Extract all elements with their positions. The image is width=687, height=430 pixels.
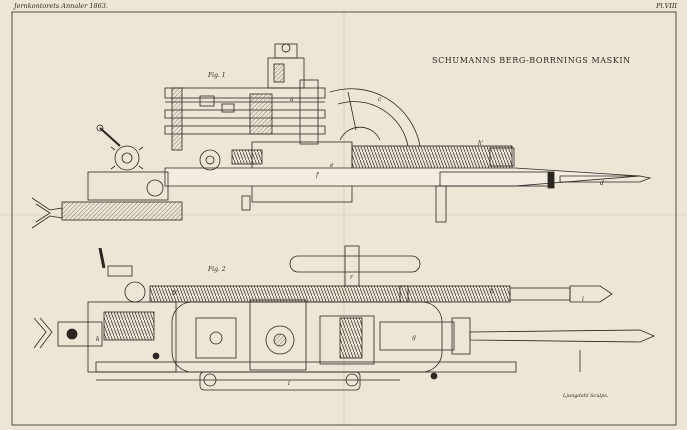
fig2-slider-block (379, 321, 455, 351)
fig1-clamp-screw (61, 201, 183, 221)
label-b: b (490, 288, 494, 295)
fig1-nut (146, 179, 164, 197)
label-i: i (582, 296, 584, 303)
figure-2-drawing (33, 245, 656, 391)
fig1-eccentric (199, 149, 221, 171)
fig2-feed-screw (149, 285, 511, 303)
fig1-top-housing (267, 57, 305, 89)
fig1-left-bracket (171, 87, 183, 151)
drawing-title: SCHUMANNS BERG-BORRNINGS MASKIN (432, 56, 631, 65)
fig2-crank-handle (98, 247, 106, 269)
fig1-right-bracket (299, 79, 319, 145)
fig1-upper-bar (164, 87, 326, 99)
fig1-crank-handle (99, 127, 121, 147)
label-f: f (316, 172, 319, 179)
label-d: d (600, 180, 604, 187)
figure-1-drawing (31, 43, 652, 229)
engraver-signature: Ljungdahl Sculps. (563, 393, 609, 399)
fig1-flywheel-arc (329, 88, 421, 147)
fig2-right-clamp (451, 317, 471, 355)
label-l: l (288, 380, 290, 387)
label-k: k (96, 336, 100, 343)
fig2-main-gear (265, 325, 295, 355)
fig1-fork-support (31, 197, 63, 229)
label-e: e (330, 162, 334, 169)
fig1-top-cap (274, 43, 298, 59)
fig2-boring-bar (469, 329, 656, 343)
figure-1-label: Fig. 1 (208, 72, 226, 79)
fig1-boring-bar (164, 167, 641, 187)
label-b-prime: b' (172, 290, 178, 297)
fig2-bevel-gear (124, 281, 146, 303)
plate-number: Pl.VIII (656, 2, 677, 10)
fig1-bevel-gear (114, 145, 140, 171)
fig2-gearbox (249, 299, 307, 371)
journal-header: Jernkontorets Annaler 1863. (14, 2, 108, 10)
label-c: c (378, 96, 382, 103)
fig2-central-housing (171, 301, 443, 373)
fig2-tool-point (569, 285, 613, 303)
fig1-leg-left (241, 195, 251, 211)
label-a: a (290, 96, 294, 103)
fig1-feed-screw (351, 145, 513, 171)
fig2-bottom-linkage (199, 371, 361, 391)
plate-border (11, 11, 677, 426)
figure-2-label: Fig. 2 (208, 266, 226, 273)
label-g: g (412, 334, 416, 341)
fig1-leg-right (435, 185, 447, 223)
fig2-fork-support (33, 317, 47, 349)
fig2-top-handle (289, 255, 421, 273)
label-h: h' (478, 140, 484, 147)
label-r: r (350, 274, 353, 281)
fig2-clamp-block (57, 321, 103, 347)
fig1-base-frame (87, 171, 169, 201)
